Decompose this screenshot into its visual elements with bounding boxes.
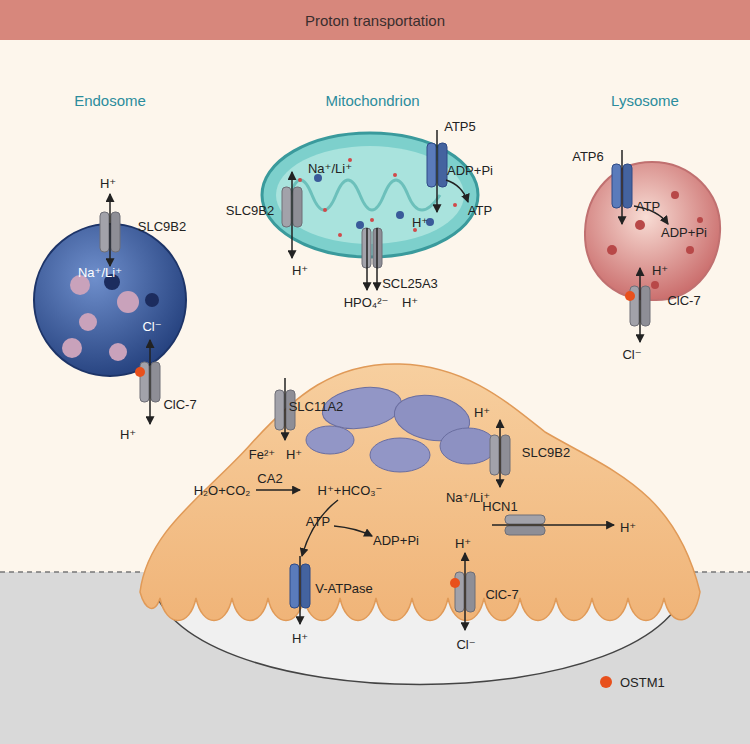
ion-label: Cl⁻ [622,348,641,361]
ion-label: SLC11A2 [289,400,344,413]
ion-label: SCL25A3 [382,277,438,290]
ion-label: H⁺ [455,537,471,550]
ion-label: HPO₄²⁻ [344,296,389,309]
ion-label: ATP [636,200,660,213]
ion-label: ATP6 [572,150,604,163]
ion-label: Na⁺/Li⁺ [308,162,352,175]
ion-label: H⁺ [474,406,490,419]
ion-label: ADP+Pi [661,226,707,239]
ion-label: H⁺ [412,216,428,229]
ion-label: H⁺+HCO₃⁻ [318,484,383,497]
ion-label: ADP+Pi [373,534,419,547]
ion-label: H⁺ [286,448,302,461]
ion-label: SLC9B2 [522,446,570,459]
ion-label: ADP+Pi [447,164,493,177]
ion-label: HCN1 [482,500,517,513]
ion-label: H⁺ [292,264,308,277]
organelle-heading: Endosome [25,92,195,109]
ion-label: H₂O+CO₂ [194,484,251,497]
ion-label: H⁺ [100,177,116,190]
ion-label: H⁺ [120,428,136,441]
ion-label: ClC-7 [485,588,518,601]
ion-label: H⁺ [292,632,308,645]
ion-label: CA2 [257,472,282,485]
ion-label: SLC9B2 [226,204,274,217]
ion-label: ATP [306,515,330,528]
ion-label: Na⁺/Li⁺ [78,266,122,279]
ion-label: H⁺ [402,296,418,309]
ion-label: Cl⁻ [456,638,475,651]
ion-label: H⁺ [652,264,668,277]
organelle-heading: Lysosome [570,92,720,109]
legend-swatch [600,676,612,688]
ion-label: SLC9B2 [138,220,186,233]
ion-label: Cl⁻ [142,320,161,333]
ion-label: H⁺ [620,521,636,534]
ion-label: ATP [468,204,492,217]
legend-text: OSTM1 [620,675,665,690]
ion-label: ClC-7 [667,294,700,307]
title-text: Proton transportation [305,12,445,29]
organelle-heading: Mitochondrion [255,92,490,109]
ion-label: Fe²⁺ [249,448,275,461]
ion-label: ATP5 [444,120,476,133]
ion-label: V-ATPase [315,582,373,595]
ion-label: ClC-7 [163,398,196,411]
title-banner: Proton transportation [0,0,750,40]
